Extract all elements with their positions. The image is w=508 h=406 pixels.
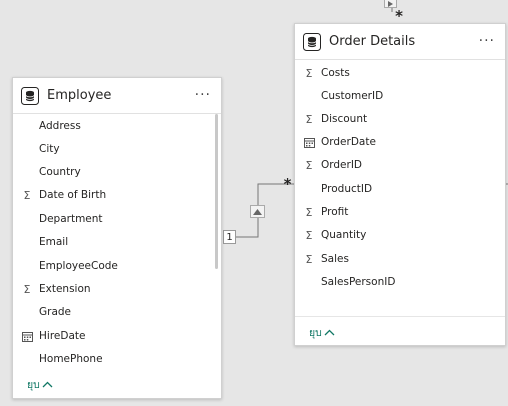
field-discount[interactable]: Σ Discount (303, 109, 368, 129)
cardinality-many-label: * (283, 175, 292, 193)
collapse-button[interactable]: ยุบ (309, 324, 335, 341)
top-cross-filter-arrow[interactable] (384, 0, 397, 8)
database-icon (21, 86, 39, 105)
collapse-button[interactable]: ยุบ (27, 376, 53, 393)
chevron-up-icon (324, 329, 335, 336)
field-label: CustomerID (321, 90, 384, 102)
order-details-table-header[interactable]: Order Details ··· (295, 24, 505, 60)
cardinality-one-label: 1 (223, 230, 236, 244)
divider (295, 316, 505, 317)
field-country[interactable]: Country (21, 162, 81, 182)
field-label: Country (39, 166, 81, 178)
field-salespersonid[interactable]: SalesPersonID (303, 272, 395, 292)
field-label: HomePhone (39, 353, 103, 365)
employee-table-card[interactable]: Employee ··· Address City Country Σ Date … (12, 77, 222, 399)
table-title: Order Details (329, 34, 416, 49)
field-label: Sales (321, 253, 349, 265)
field-orderid[interactable]: Σ OrderID (303, 155, 363, 175)
field-customerid[interactable]: CustomerID (303, 86, 383, 106)
field-orderdate[interactable]: OrderDate (303, 132, 376, 152)
field-label: Grade (39, 306, 72, 318)
sigma-icon: Σ (305, 205, 313, 219)
field-label: OrderID (321, 159, 363, 171)
more-options-icon[interactable]: ··· (194, 87, 211, 103)
sigma-icon: Σ (305, 252, 313, 266)
field-hiredate[interactable]: HireDate (21, 326, 85, 346)
field-label: Profit (321, 206, 349, 218)
field-employeecode[interactable]: EmployeeCode (21, 256, 118, 276)
field-email[interactable]: Email (21, 232, 68, 252)
field-label: HireDate (39, 330, 86, 342)
order-details-table-card[interactable]: Order Details ··· Σ Costs CustomerID Σ Dis… (294, 23, 506, 346)
employee-table-header[interactable]: Employee ··· (13, 78, 221, 114)
field-label: Address (39, 120, 81, 132)
field-extension[interactable]: Σ Extension (21, 279, 91, 299)
collapse-label: ยุบ (27, 379, 40, 391)
field-label: Date of Birth (39, 189, 107, 201)
field-sales[interactable]: Σ Sales (303, 249, 349, 269)
field-grade[interactable]: Grade (21, 302, 71, 322)
field-label: Extension (39, 283, 91, 295)
field-label: City (39, 143, 60, 155)
sigma-icon: Σ (23, 188, 31, 202)
field-label: Department (39, 213, 103, 225)
field-quantity[interactable]: Σ Quantity (303, 225, 367, 245)
calendar-icon (303, 136, 315, 148)
triangle-right-icon (388, 0, 393, 7)
top-cardinality-many-label: * (395, 7, 403, 25)
sigma-icon: Σ (305, 228, 313, 242)
sigma-icon: Σ (23, 282, 31, 296)
field-label: Quantity (321, 229, 367, 241)
sigma-icon: Σ (305, 158, 313, 172)
more-options-icon[interactable]: ··· (478, 33, 495, 49)
chevron-up-icon (42, 381, 53, 388)
field-label: OrderDate (321, 136, 376, 148)
calendar-icon (21, 330, 33, 342)
collapse-label: ยุบ (309, 327, 322, 339)
field-homephone[interactable]: HomePhone (21, 349, 103, 369)
field-department[interactable]: Department (21, 209, 103, 229)
field-costs[interactable]: Σ Costs (303, 63, 350, 83)
cross-filter-arrow[interactable] (250, 205, 265, 218)
field-label: Costs (321, 67, 350, 79)
database-icon (303, 32, 321, 51)
field-date-of-birth[interactable]: Σ Date of Birth (21, 185, 107, 205)
table-title: Employee (47, 88, 112, 103)
field-label: SalesPersonID (321, 276, 396, 288)
sigma-icon: Σ (305, 112, 313, 126)
sigma-icon: Σ (305, 66, 313, 80)
field-label: Discount (321, 113, 368, 125)
field-label: EmployeeCode (39, 260, 118, 272)
field-label: ProductID (321, 183, 373, 195)
field-address[interactable]: Address (21, 116, 81, 136)
field-profit[interactable]: Σ Profit (303, 202, 349, 222)
triangle-up-icon (253, 208, 262, 215)
field-productid[interactable]: ProductID (303, 179, 372, 199)
field-city[interactable]: City (21, 139, 60, 159)
field-label: Email (39, 236, 69, 248)
scrollbar[interactable] (215, 114, 218, 269)
